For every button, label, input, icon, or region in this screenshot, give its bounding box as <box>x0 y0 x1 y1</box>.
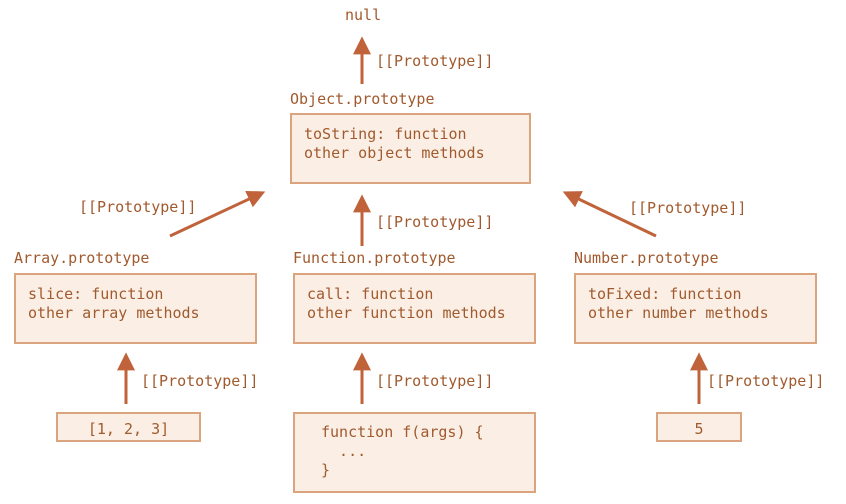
number-prototype-line: toFixed: function <box>588 285 742 303</box>
number-instance-value: 5 <box>694 420 704 438</box>
function-instance-box: function f(args) { ... } <box>293 412 536 493</box>
array-instance-value: [1, 2, 3] <box>87 420 170 438</box>
prototype-link-label: [[Prototype]] <box>376 372 494 390</box>
arrow-number-to-object <box>562 191 657 238</box>
array-prototype-box: slice: function other array methods <box>14 273 257 344</box>
number-prototype-title: Number.prototype <box>574 249 719 267</box>
object-prototype-line: toString: function <box>304 125 467 143</box>
array-instance-box: [1, 2, 3] <box>56 412 201 442</box>
number-prototype-line: other number methods <box>588 304 769 322</box>
array-prototype-title: Array.prototype <box>14 249 150 267</box>
function-instance-line: function f(args) { <box>321 423 484 441</box>
prototype-link-label: [[Prototype]] <box>376 52 494 70</box>
function-prototype-line: call: function <box>307 285 434 303</box>
number-prototype-box: toFixed: function other number methods <box>574 273 817 344</box>
prototype-link-label: [[Prototype]] <box>79 198 197 216</box>
arrow-array-to-object <box>169 190 266 238</box>
array-prototype-line: slice: function <box>28 285 164 303</box>
function-instance-line: ... <box>321 442 367 460</box>
object-prototype-box: toString: function other object methods <box>290 113 531 184</box>
prototype-link-label: [[Prototype]] <box>629 199 747 217</box>
function-instance-line: } <box>321 461 331 479</box>
object-prototype-title: Object.prototype <box>290 90 435 108</box>
function-prototype-box: call: function other function methods <box>293 273 536 344</box>
object-prototype-line: other object methods <box>304 144 485 162</box>
prototype-link-label: [[Prototype]] <box>376 213 494 231</box>
array-prototype-line: other array methods <box>28 304 200 322</box>
prototype-link-label: [[Prototype]] <box>141 372 259 390</box>
function-prototype-title: Function.prototype <box>293 249 456 267</box>
null-label: null <box>345 6 382 24</box>
function-prototype-line: other function methods <box>307 304 506 322</box>
number-instance-box: 5 <box>656 412 742 442</box>
prototype-link-label: [[Prototype]] <box>707 372 825 390</box>
